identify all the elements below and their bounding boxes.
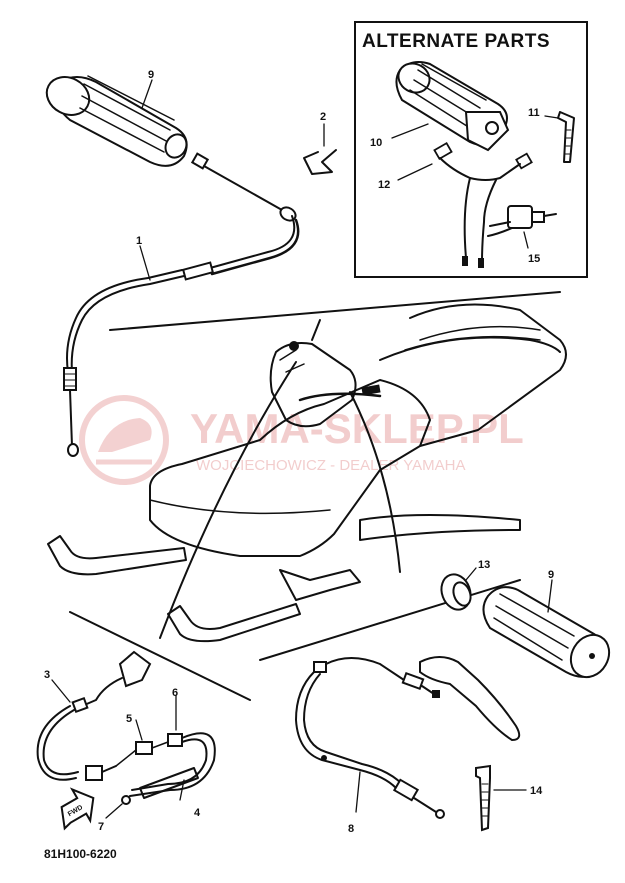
callout-12: 10 (370, 137, 382, 149)
watermark-sub-text: WOJCIECHOWICZ - DEALER YAMAHA (196, 457, 465, 474)
callout-6: 6 (172, 687, 178, 699)
choke-cable-assembly-icon (36, 650, 216, 805)
leader-15 (523, 231, 529, 249)
bolt-13-icon (557, 111, 575, 163)
callout-10: 14 (530, 785, 543, 797)
pointer-line-left (159, 361, 297, 639)
divider-left (69, 611, 251, 701)
box-pointer-line (109, 291, 561, 331)
wire-harness-14-icon (433, 141, 533, 268)
watermark-main-text: YAMA-SKLEP.PL (190, 405, 524, 452)
callout-11: 13 (478, 559, 490, 571)
alternate-parts-box: ALTERNATE PARTS 10 11 12 (354, 21, 588, 278)
grip-9-bottom-icon (482, 586, 611, 679)
grip-12-icon (395, 61, 510, 152)
fwd-arrow-icon: FWD (60, 787, 95, 831)
leader-9-top (141, 79, 153, 109)
leader-4 (179, 779, 185, 801)
leader-14 (397, 163, 433, 181)
callout-7: 7 (98, 821, 104, 833)
callout-9-bottom: 9 (548, 569, 554, 581)
alternate-parts-title: ALTERNATE PARTS (362, 31, 550, 52)
snowmobile-body-icon (47, 303, 567, 643)
callout-4: 4 (194, 807, 201, 819)
callout-13: 11 (528, 107, 540, 119)
pointer-line-top (311, 319, 321, 341)
leader-5 (135, 719, 143, 741)
leader-7 (105, 803, 123, 819)
callout-1: 1 (136, 235, 142, 247)
switch-15-icon (487, 205, 557, 237)
callout-2: 2 (320, 111, 326, 123)
pointer-line-right (349, 391, 401, 573)
leader-3 (51, 679, 71, 703)
clip-2-icon (303, 149, 337, 175)
callout-14: 12 (378, 179, 390, 191)
callout-15: 15 (528, 253, 540, 265)
callout-3: 3 (44, 669, 50, 681)
grip-9-top-icon (45, 75, 188, 167)
leader-8 (355, 771, 361, 813)
brake-lever-icon (419, 656, 521, 742)
throttle-cable-1-icon (63, 152, 300, 457)
callout-9-top: 9 (148, 69, 154, 81)
leader-11 (465, 567, 477, 581)
strap-10-icon (475, 764, 491, 832)
watermark-logo-icon (79, 395, 169, 485)
leader-13 (544, 115, 559, 119)
callout-5: 5 (126, 713, 132, 725)
diagram-code: 81H100-6220 (44, 847, 117, 861)
collar-11-icon (440, 573, 472, 611)
callout-8: 8 (348, 823, 354, 835)
brake-cable-8-icon (295, 657, 445, 819)
leader-9-bottom (547, 579, 553, 613)
leader-1 (139, 245, 151, 281)
divider-right (259, 579, 521, 661)
leader-12 (391, 123, 429, 139)
